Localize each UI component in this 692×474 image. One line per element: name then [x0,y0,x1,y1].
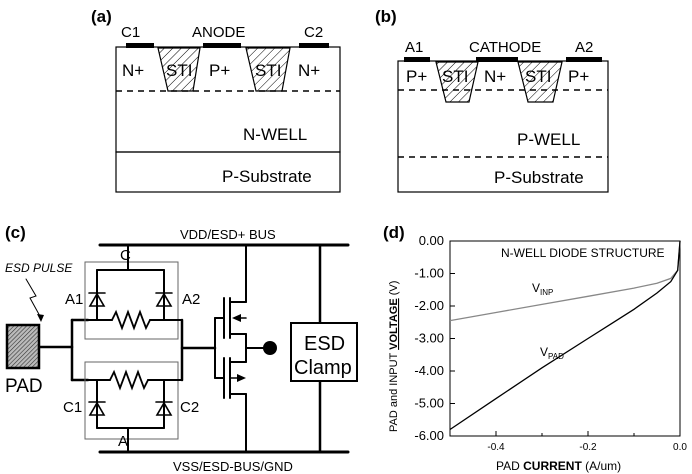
contact-a2 [566,57,602,62]
a2-label: A2 [182,291,200,308]
panel-d: (d) 0.00 -1.00 -2.00 -3.00 -4.00 -5.00 -6.00 -0… [383,223,687,473]
panel-c: (c) VDD/ESD+ BUS VSS/ESD-BUS/GND ESD PUL… [5,223,358,474]
esd-clamp-box [290,322,358,382]
sti-trench-left [435,61,479,103]
x-tick-label: -0.2 [579,442,597,453]
y-tick-label: -1.00 [414,266,444,281]
contact-c1-label: C1 [121,24,140,41]
panel-d-label: (d) [383,223,405,242]
c2-label: C2 [180,399,199,416]
region-label: STI [442,67,468,86]
nmos-arrow-icon [237,374,246,382]
panel-a: (a) C1 ANODE C2 N+ STI P+ STI N+ N-WELL … [91,7,341,193]
upper-diode-box [84,261,179,340]
region-label: STI [166,61,192,80]
y-tick-label: 0.00 [419,233,444,248]
resistor-lower-icon [109,369,149,391]
region-label: STI [255,61,281,80]
psubstrate-box [115,151,341,193]
x-axis-label: PAD CURRENT (A/um) [496,459,621,473]
plot-annotation: N-WELL DIODE STRUCTURE [501,246,665,260]
vpad-main: V [540,345,548,359]
contact-c1 [126,43,154,48]
vpad-sub: PAD [548,352,564,361]
a1-label: A1 [65,291,83,308]
well-label: P-WELL [517,130,580,149]
contact-cathode-label: CATHODE [469,39,541,56]
contact-a2-label: A2 [575,39,593,56]
panel-b: (b) A1 CATHODE A2 P+ STI N+ STI P+ P-WEL… [375,7,609,193]
vinp-main: V [532,281,540,295]
region-label: STI [525,67,551,86]
y-tick-label: -4.00 [414,363,444,378]
contact-anode-label: ANODE [192,24,245,41]
sti-trench-right [517,61,563,103]
y-axis-label-post: (V) [388,281,400,299]
diode-c2-icon [155,401,173,416]
esd-pulse-zigzag [25,278,42,319]
diode-a2-icon [155,292,173,307]
x-axis-label-bold: CURRENT [523,459,582,473]
x-axis-label-post: (A/um) [582,459,621,473]
contact-a1-label: A1 [405,39,423,56]
well-label: N-WELL [243,125,307,144]
axis-ticks: 0.00 -1.00 -2.00 -3.00 -4.00 -5.00 -6.00 -0.4 -0… [414,233,687,453]
region-label: P+ [209,61,230,80]
y-tick-label: -5.00 [414,396,444,411]
lower-diode-box [84,361,179,440]
y-axis-label-pre: PAD and INPUT [388,350,400,432]
pad-label: PAD [5,376,43,397]
output-node-dot [263,341,277,355]
diode-c1-icon [88,401,106,416]
vinp-sub: INP [540,288,553,297]
region-label: N+ [484,67,506,86]
y-tick-label: -6.00 [414,428,444,443]
substrate-label: P-Substrate [494,168,584,187]
vdd-bus-label: VDD/ESD+ BUS [180,227,276,242]
esd-clamp-line2: Clamp [294,357,352,379]
node-c-label: C [120,247,131,264]
vpad-label: VPAD [540,345,564,361]
y-tick-label: -3.00 [414,331,444,346]
pmos-arrow-icon [232,314,241,322]
region-label: N+ [298,61,320,80]
esd-pulse-label: ESD PULSE [5,261,73,275]
resistor-upper-icon [111,309,151,331]
x-tick-label: 0.0 [673,442,687,453]
panel-b-label: (b) [375,7,397,26]
x-tick-label: -0.4 [487,442,505,453]
series-line-vpad [449,240,681,431]
panel-c-label: (c) [5,223,26,242]
contact-anode [203,43,241,48]
c1-label: C1 [63,399,82,416]
contact-cathode [476,57,518,62]
node-a-label: A [118,433,128,450]
x-axis-label-pre: PAD [496,459,523,473]
y-tick-label: -2.00 [414,298,444,313]
region-label: P+ [406,67,427,86]
vinp-label: VINP [532,281,553,297]
region-label: N+ [122,61,144,80]
substrate-label: P-Substrate [222,167,312,186]
esd-clamp-line1: ESD [304,333,345,355]
pwell-box [397,60,609,193]
esd-pulse-arrowhead [37,314,44,322]
y-axis-label-bold: VOLTAGE [388,298,400,350]
series-lines [449,240,681,431]
y-axis-label: PAD and INPUT VOLTAGE (V) [388,281,400,432]
contact-a1 [404,57,430,62]
panel-a-label: (a) [91,7,112,26]
pad-block [5,323,41,370]
contact-c2-label: C2 [304,24,323,41]
vss-bus-label: VSS/ESD-BUS/GND [173,459,293,474]
diode-a1-icon [88,292,106,307]
region-label: P+ [568,67,589,86]
contact-c2 [299,43,329,48]
